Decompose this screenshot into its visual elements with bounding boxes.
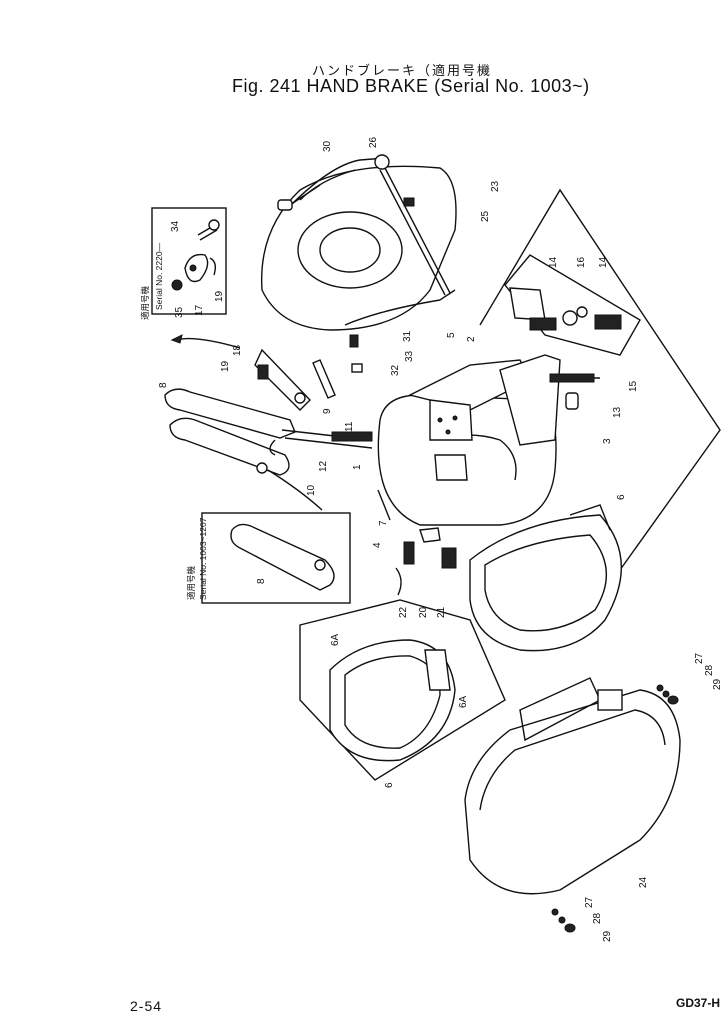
callout: 23 <box>490 180 501 192</box>
callout: 19 <box>214 290 225 302</box>
callout: 14 <box>548 256 559 268</box>
callout: 28 <box>704 664 715 676</box>
document-code: GD37-H <box>676 996 721 1010</box>
inset-b-jp: 適用号機 <box>186 565 196 600</box>
spring-bracket-inset <box>504 254 641 410</box>
callout: 29 <box>712 678 723 690</box>
brake-drum-body <box>377 354 561 526</box>
callout: 20 <box>418 606 429 618</box>
page-number: 2-54 <box>130 998 163 1014</box>
brake-band <box>469 504 622 652</box>
inset-b-label: Serial No. 1003~1207 <box>198 517 208 600</box>
callout: 14 <box>598 256 609 268</box>
callout: 6A <box>330 633 341 646</box>
callout: 15 <box>628 380 639 392</box>
inset-a-jp: 適用号機 <box>140 285 150 320</box>
figure-title: Fig. 241 HAND BRAKE (Serial No. 1003~) <box>232 76 590 96</box>
callout: 6A <box>458 695 469 708</box>
callout: 35 <box>174 306 185 318</box>
band-inset-box <box>299 599 506 781</box>
callout: 8 <box>158 382 169 388</box>
callout: 16 <box>576 256 587 268</box>
callout: 9 <box>322 408 333 414</box>
callout: 25 <box>480 210 491 222</box>
callout: 6 <box>616 494 627 500</box>
brake-cover <box>260 157 457 331</box>
callout: 32 <box>390 364 401 376</box>
callout: 2 <box>466 336 477 342</box>
springs-and-pins <box>377 489 457 596</box>
enclosure-outline <box>479 188 721 641</box>
figure-title-japanese: ハンドブレーキ（適用号機 <box>312 64 493 79</box>
callout: 11 <box>344 421 355 432</box>
callout: 31 <box>402 330 413 342</box>
callout: 3 <box>602 438 613 444</box>
lever-assembly <box>164 348 373 511</box>
callout: 4 <box>372 542 383 548</box>
callout: 24 <box>638 876 649 888</box>
callout: 28 <box>592 912 603 924</box>
callout: 1 <box>352 464 363 470</box>
callout: 6 <box>384 782 395 788</box>
callout: 5 <box>446 332 457 338</box>
callout: 13 <box>612 406 623 418</box>
callout-numbers: 30 26 23 25 34 35 17 19 18 19 8 9 11 12 … <box>158 136 723 942</box>
inset-box-a: 適用号機 Serial No. 2220— <box>140 207 241 349</box>
callout: 22 <box>398 606 409 618</box>
callout: 34 <box>170 220 181 232</box>
callout: 17 <box>194 304 205 316</box>
callout: 29 <box>602 930 613 942</box>
callout: 27 <box>584 896 595 908</box>
inset-a-label: Serial No. 2220— <box>154 242 164 310</box>
callout: 8 <box>256 578 267 584</box>
callout: 18 <box>232 344 243 356</box>
inset-box-b: 適用号機 Serial No. 1003~1207 <box>186 512 351 604</box>
callout: 26 <box>368 136 379 148</box>
lower-cover <box>464 677 681 933</box>
callout: 21 <box>436 606 447 618</box>
callout: 7 <box>378 520 389 526</box>
callout: 12 <box>318 460 329 472</box>
callout: 33 <box>404 350 415 362</box>
callout: 27 <box>694 652 705 664</box>
callout: 30 <box>322 140 333 152</box>
callout: 10 <box>306 484 317 496</box>
rod-assembly <box>344 154 456 373</box>
callout: 19 <box>220 360 231 372</box>
